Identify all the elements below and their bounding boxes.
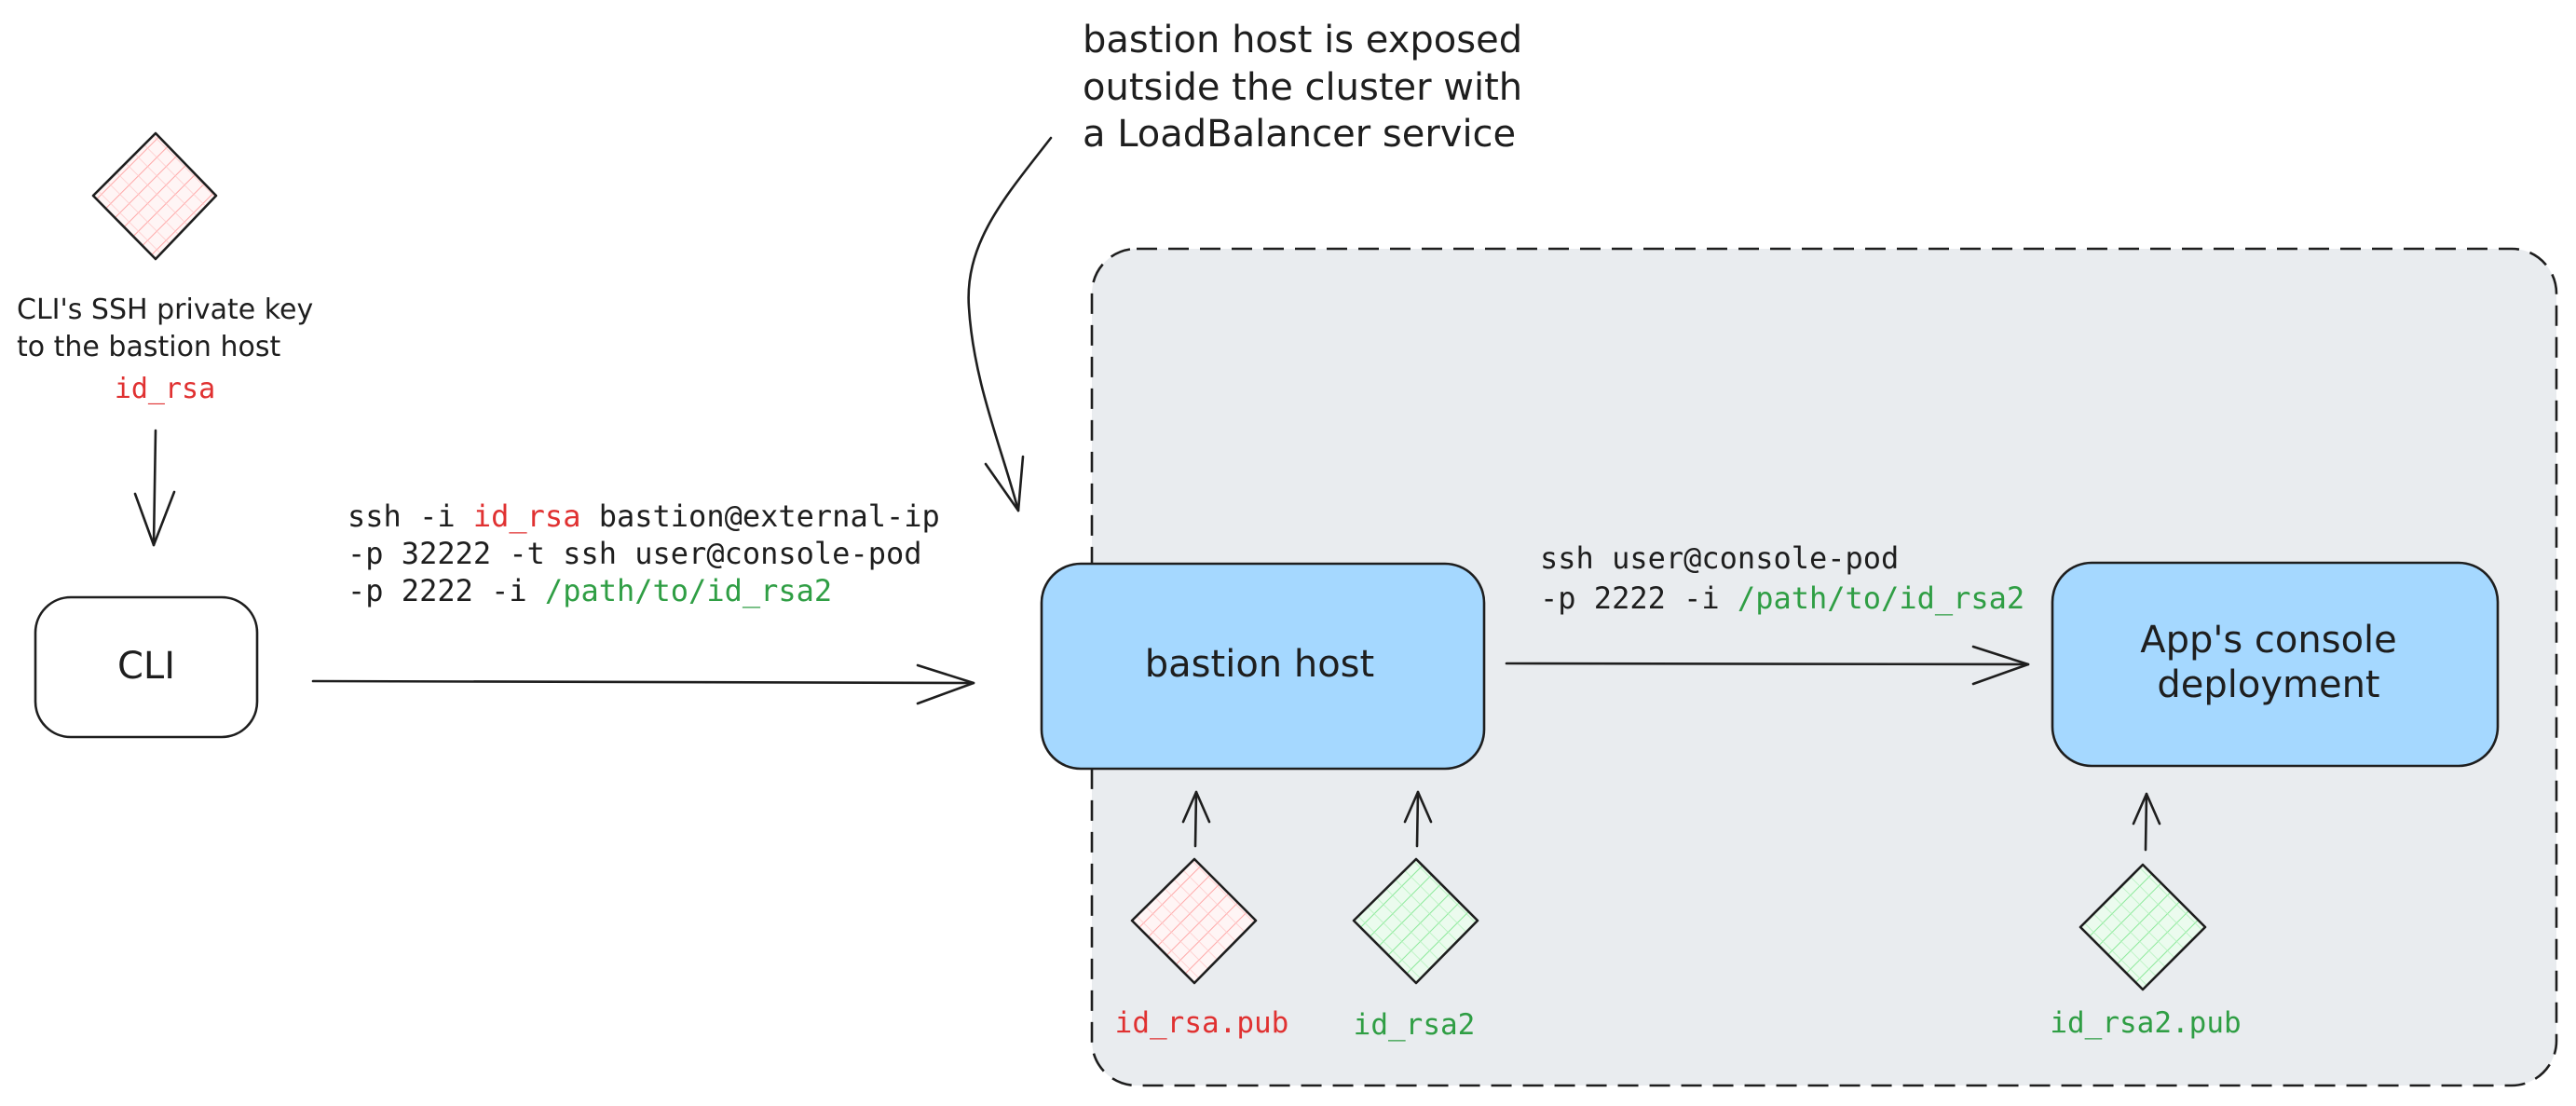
cli-private-key: CLI's SSH private key to the bastion hos… <box>17 131 313 405</box>
cli-to-bastion-arrow <box>311 663 975 705</box>
command-bastion-to-console: ssh user@console-pod -p 2222 -i /path/to… <box>1540 540 2024 616</box>
bastion-host-node: bastion host <box>1040 562 1486 771</box>
command2-port: -p 2222 -i <box>1540 580 1738 616</box>
command2-line-2: -p 2222 -i /path/to/id_rsa2 <box>1540 580 2024 616</box>
annotation-arrow <box>967 136 1053 512</box>
cluster-boundary <box>1090 247 2558 1087</box>
console-label-line-1: App's console <box>2140 619 2397 662</box>
bastion-to-console-arrow <box>1505 645 2030 686</box>
annotation-line-2: outside the cluster with <box>1083 66 1522 109</box>
key-to-cli-arrow <box>133 429 176 547</box>
bastion-host-label: bastion host <box>1145 643 1374 686</box>
bastion-public-key: id_rsa.pub <box>1115 790 1289 1040</box>
key-icon <box>1352 857 1479 985</box>
command-line-3: -p 2222 -i /path/to/id_rsa2 <box>348 573 832 608</box>
console-label-line-2: deployment <box>2157 663 2379 706</box>
annotation-line-1: bastion host is exposed <box>1083 19 1522 61</box>
annotation-note: bastion host is exposed outside the clus… <box>1083 19 1522 156</box>
command-key-name: id_rsa <box>473 498 581 534</box>
cli-key-caption-line-1: CLI's SSH private key <box>17 294 313 326</box>
console-public-key: id_rsa2.pub <box>2050 792 2242 1040</box>
console-deployment-node: App's console deployment <box>2051 561 2500 768</box>
console-public-key-name: id_rsa2.pub <box>2050 1006 2241 1040</box>
cli-key-name: id_rsa <box>115 373 215 405</box>
command-host: bastion@external-ip <box>580 498 939 534</box>
command-port: -p 2222 -i <box>348 573 545 608</box>
bastion-private-key: id_rsa2 <box>1352 790 1479 1042</box>
command-key-path: /path/to/id_rsa2 <box>545 573 832 608</box>
command2-line-1: ssh user@console-pod <box>1540 540 1899 576</box>
annotation-line-3: a LoadBalancer service <box>1083 113 1516 156</box>
key-icon <box>1130 857 1258 985</box>
bastion-public-key-name: id_rsa.pub <box>1115 1006 1289 1040</box>
key-icon <box>91 131 218 261</box>
bastion-private-key-name: id_rsa2 <box>1354 1008 1476 1042</box>
command2-key-path: /path/to/id_rsa2 <box>1738 580 2024 616</box>
cli-node: CLI <box>34 595 259 739</box>
command-prefix: ssh -i <box>348 498 473 534</box>
command-line-1: ssh -i id_rsa bastion@external-ip <box>348 498 940 534</box>
command-line-2: -p 32222 -t ssh user@console-pod <box>348 536 922 571</box>
command-cli-to-bastion: ssh -i id_rsa bastion@external-ip -p 322… <box>348 498 940 608</box>
cli-label: CLI <box>117 645 175 688</box>
key-icon <box>2079 863 2207 991</box>
cli-key-caption-line-2: to the bastion host <box>17 331 280 363</box>
